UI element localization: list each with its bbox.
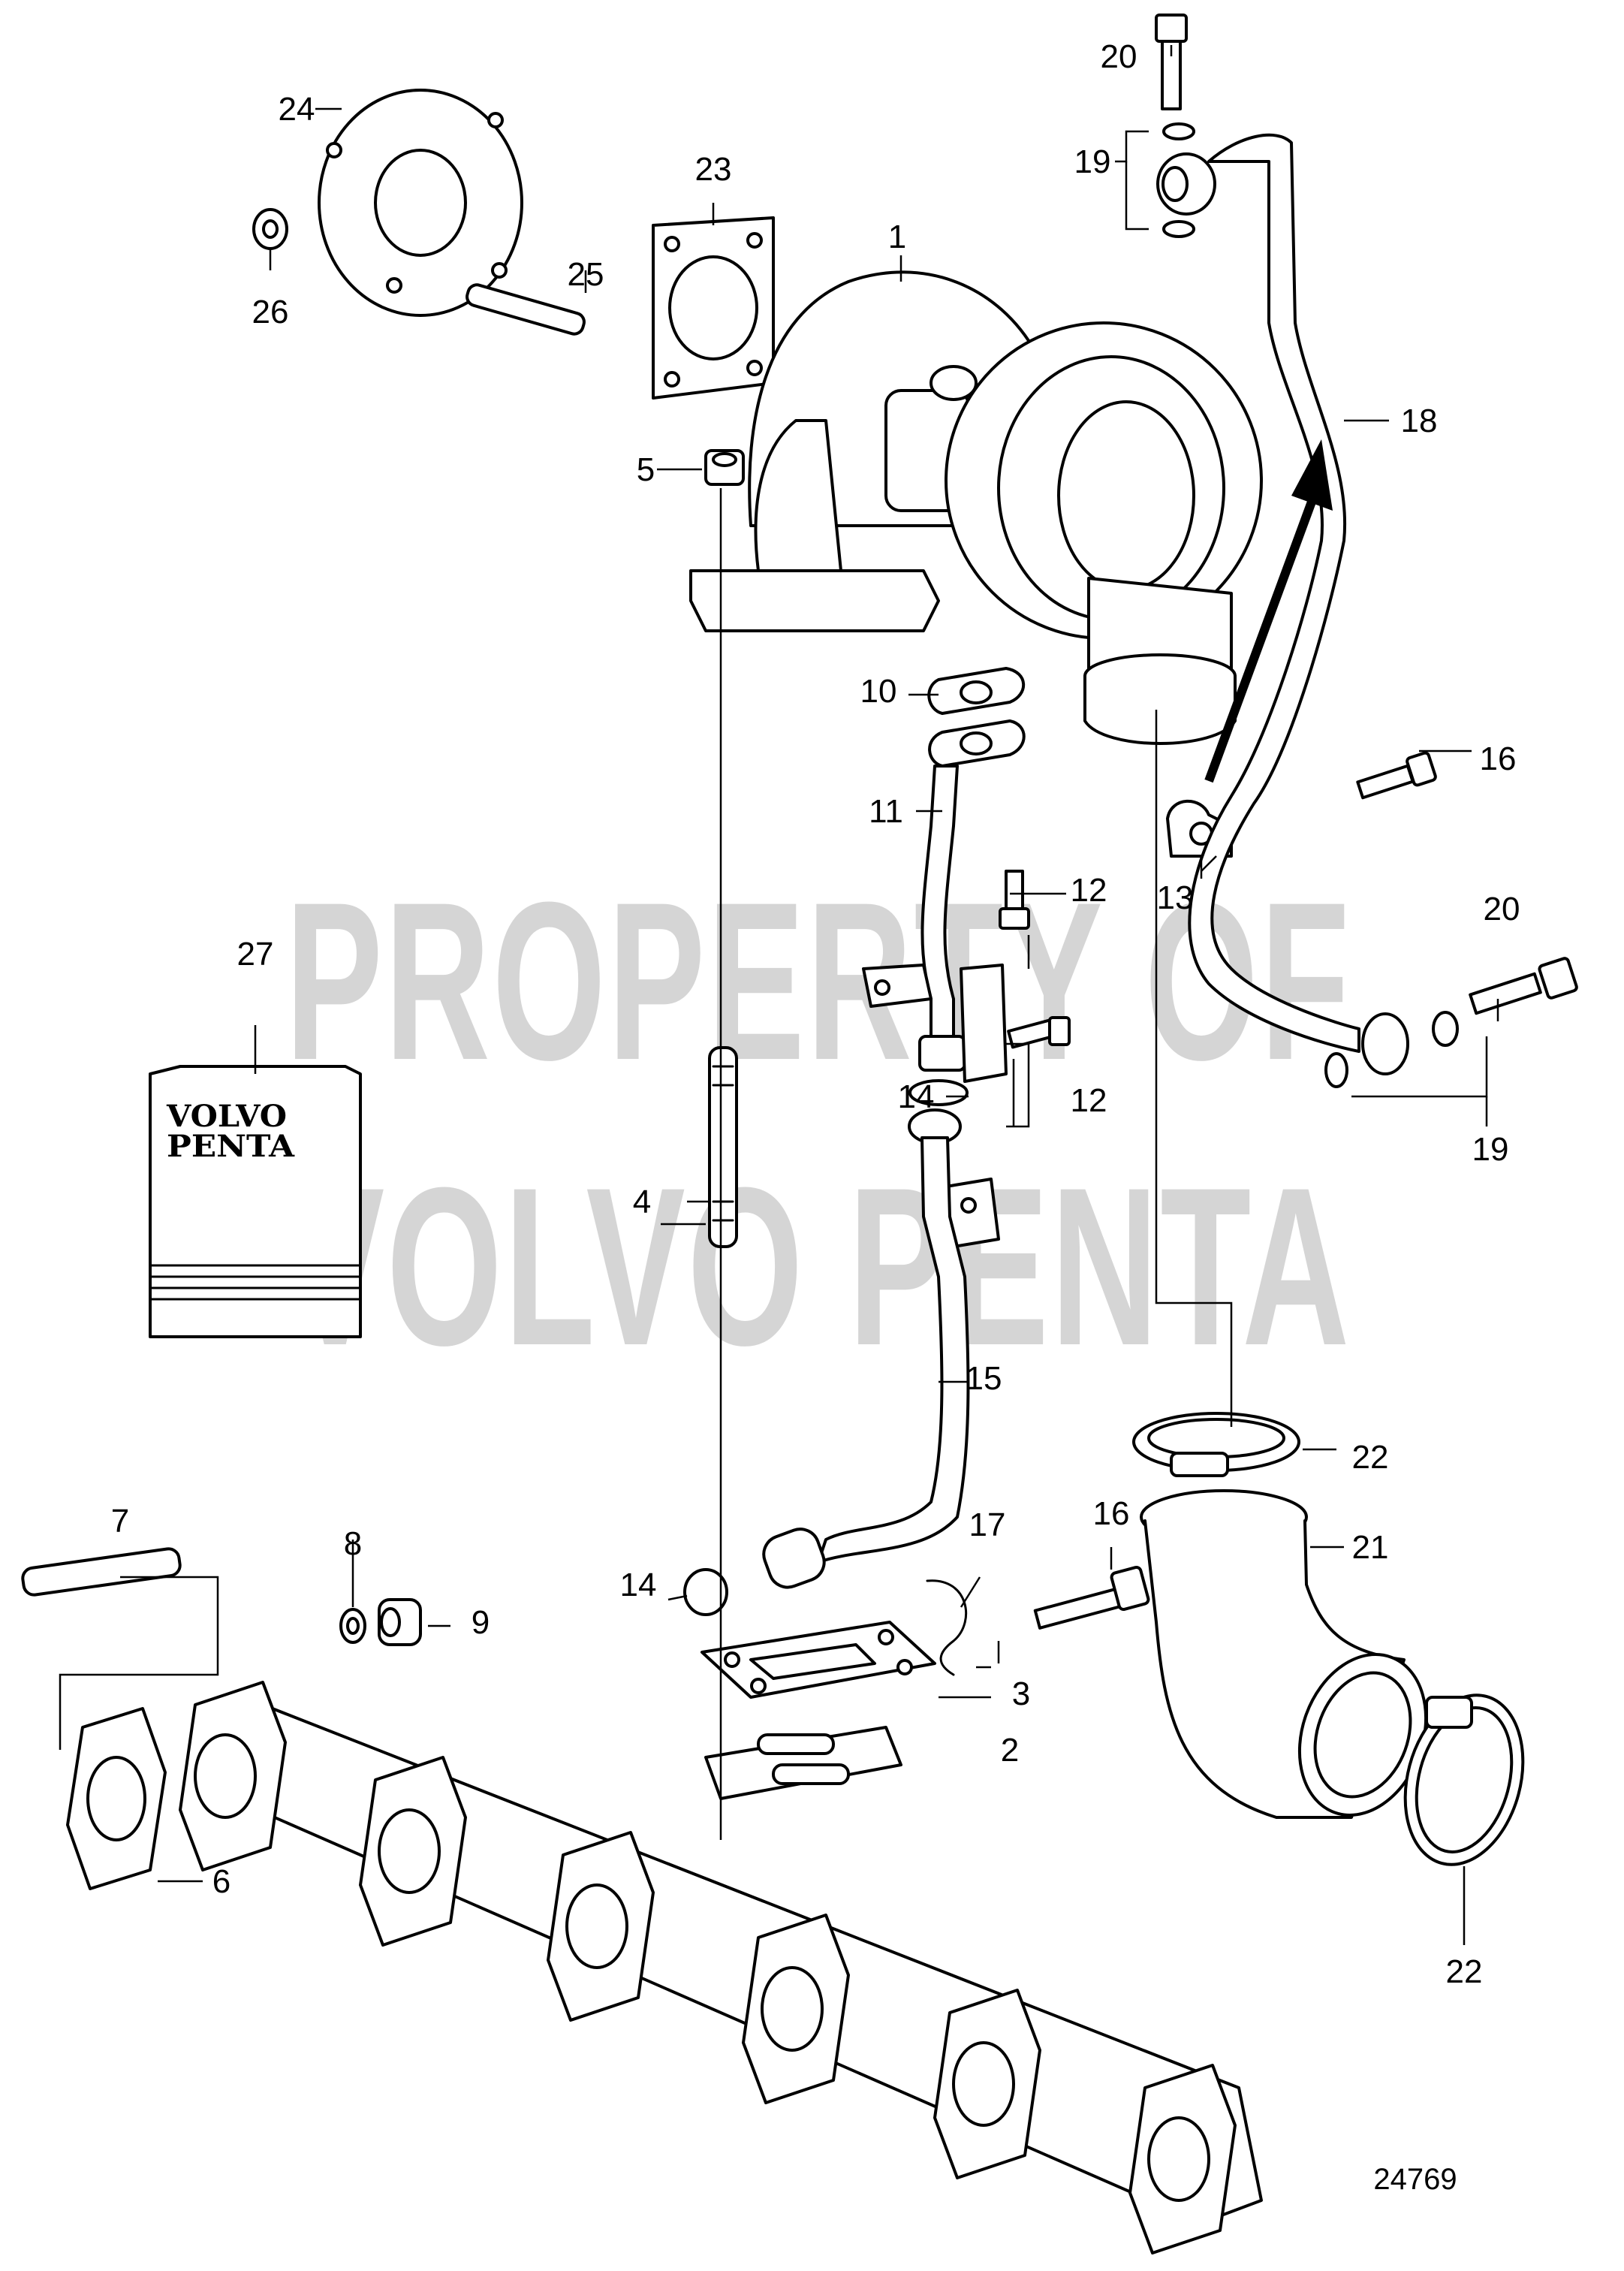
callout-4: 4 — [633, 1184, 651, 1220]
callout-11: 11 — [869, 793, 903, 830]
callout-6: 6 — [212, 1863, 230, 1900]
callout-12-upper: 12 — [1071, 872, 1107, 909]
watermark: PROPERTY OF VOLVO PENTA — [285, 855, 1351, 1392]
part-stud-4 — [708, 1046, 738, 1248]
watermark-line-1: PROPERTY OF — [285, 855, 1351, 1107]
callout-20-lower: 20 — [1484, 891, 1520, 927]
part-bolt-16-lower — [1033, 1566, 1150, 1630]
part-nut-9 — [378, 1598, 422, 1646]
callout-19-upper: 19 — [1074, 143, 1111, 180]
part-banjo-fitting-lower — [1324, 957, 1578, 1088]
part-o-ring-14-upper — [908, 1079, 969, 1106]
callout-17: 17 — [969, 1506, 1006, 1543]
callout-14-lower: 14 — [620, 1567, 657, 1603]
part-bolt-12-lower — [1007, 1016, 1071, 1049]
flow-direction-arrow — [1204, 439, 1333, 783]
part-oil-feed-pipe — [1188, 133, 1409, 1075]
callout-18: 18 — [1401, 403, 1438, 439]
leader-lines — [59, 45, 1499, 1945]
callout-8: 8 — [344, 1525, 362, 1562]
manual-brand-volvo: VOLVO — [166, 1099, 287, 1134]
part-stud-7 — [21, 1547, 182, 1597]
callout-12-lower: 12 — [1071, 1082, 1107, 1119]
callout-9: 9 — [472, 1604, 490, 1641]
callout-25: 25 — [568, 256, 604, 293]
part-manual-27: VOLVO PENTA — [149, 1065, 362, 1338]
part-oil-pipe-15 — [762, 1108, 970, 1589]
callout-23: 23 — [695, 151, 732, 188]
callout-1: 1 — [888, 219, 906, 255]
manual-brand-penta: PENTA — [167, 1129, 295, 1164]
callout-27: 27 — [237, 936, 274, 973]
callout-22-lower: 22 — [1446, 1953, 1483, 1990]
part-gasket-3 — [701, 1621, 936, 1699]
part-o-ring-14-lower — [683, 1568, 728, 1616]
part-stud-25 — [466, 283, 586, 336]
part-bracket-upper — [862, 964, 1008, 1083]
callout-26: 26 — [252, 294, 289, 330]
callout-21: 21 — [1352, 1529, 1389, 1566]
part-gasket-10 — [927, 667, 1026, 715]
callout-22-upper: 22 — [1352, 1439, 1389, 1476]
callout-2: 2 — [1001, 1732, 1019, 1769]
callout-5: 5 — [637, 451, 655, 488]
part-banjo-fitting-upper — [1155, 14, 1216, 238]
part-exhaust-manifold — [179, 1681, 1263, 2254]
part-bolt-12-upper — [999, 870, 1030, 930]
callout-19-lower: 19 — [1472, 1131, 1509, 1168]
callout-16-upper: 16 — [1480, 740, 1517, 777]
part-nut-5 — [704, 449, 745, 486]
part-gasket-23 — [652, 216, 775, 400]
part-oil-return-pipe — [918, 719, 1026, 1072]
part-hose-clamp-upper — [1132, 1412, 1300, 1477]
watermark-line-2: VOLVO PENTA — [285, 1140, 1351, 1392]
reference-number: 24769 — [1373, 2163, 1457, 2196]
callout-10: 10 — [860, 673, 897, 710]
callout-3: 3 — [1012, 1675, 1030, 1712]
part-nut-26 — [252, 208, 288, 250]
callout-numbers: 1 2 3 4 5 6 7 8 9 10 11 12 12 13 14 14 1… — [111, 38, 1520, 1990]
manifold-flanges — [179, 1681, 1237, 2254]
part-washer-8 — [339, 1608, 366, 1644]
part-clip-17 — [926, 1579, 968, 1676]
callout-13: 13 — [1157, 879, 1194, 916]
callout-7: 7 — [111, 1503, 129, 1540]
part-cover-plate — [318, 89, 523, 317]
part-bolt-16-upper — [1356, 751, 1437, 800]
part-elbow-hose — [1140, 1489, 1428, 1819]
callout-15: 15 — [966, 1360, 1002, 1397]
callout-24: 24 — [279, 91, 315, 128]
callout-20-upper: 20 — [1101, 38, 1137, 75]
callout-16-lower: 16 — [1093, 1495, 1130, 1532]
part-gasket-6 — [66, 1707, 167, 1890]
part-hose-clamp-lower — [1403, 1693, 1525, 1866]
callout-14-upper: 14 — [898, 1078, 935, 1115]
part-turbocharger — [689, 270, 1263, 745]
